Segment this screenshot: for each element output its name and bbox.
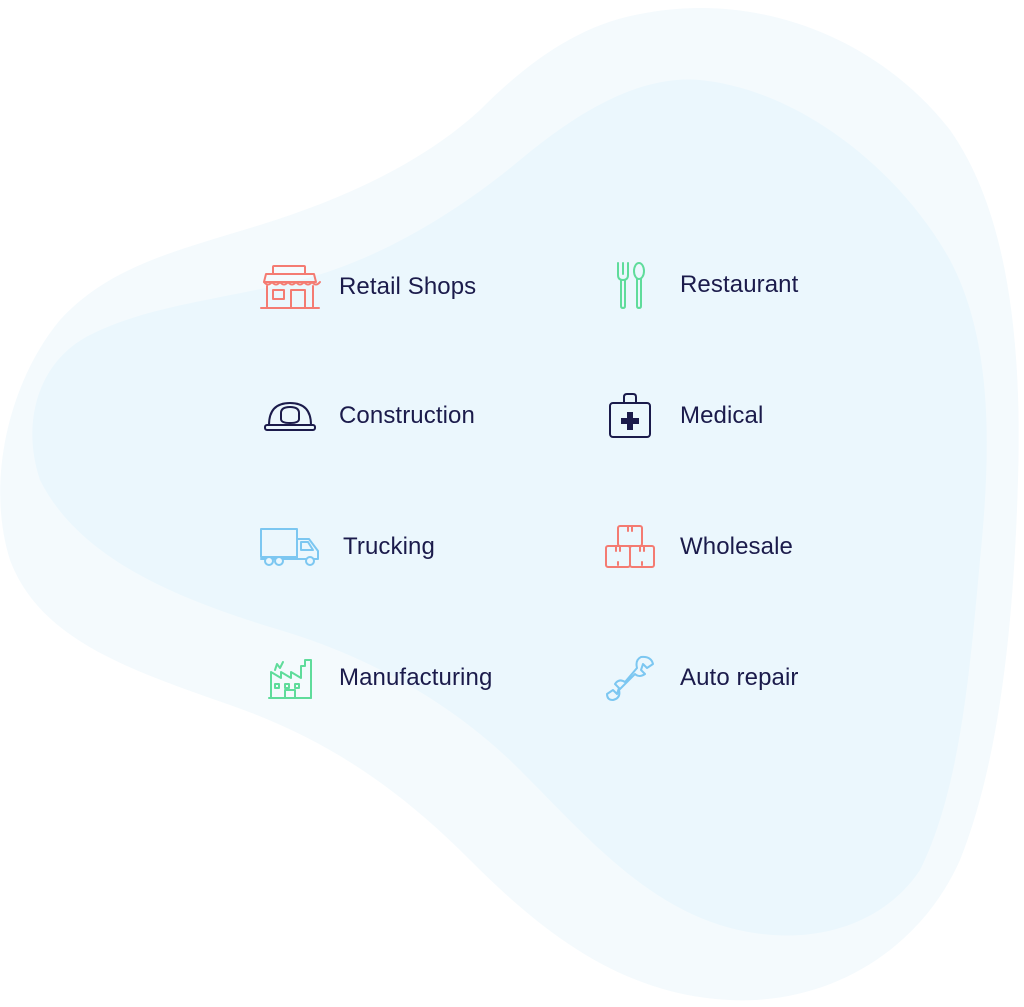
industry-item-medical: Medical: [598, 386, 763, 446]
industry-label: Auto repair: [680, 664, 799, 691]
medical-kit-icon: [598, 389, 662, 443]
industry-item-construction: Construction: [258, 386, 475, 446]
factory-icon: [258, 651, 322, 705]
boxes-icon: [598, 520, 662, 574]
hard-hat-icon: [258, 389, 322, 443]
store-icon: [258, 260, 322, 314]
industry-label: Medical: [680, 402, 764, 429]
industry-label: Trucking: [343, 533, 435, 560]
industry-item-retail-shops: Retail Shops: [258, 257, 476, 317]
background-blob-inner: [32, 79, 987, 936]
fork-spoon-icon: [598, 258, 662, 312]
industry-item-trucking: Trucking: [258, 517, 435, 577]
industry-label: Construction: [339, 402, 475, 429]
industry-item-restaurant: Restaurant: [598, 255, 798, 315]
industry-item-auto-repair: Auto repair: [598, 648, 799, 708]
industry-item-manufacturing: Manufacturing: [258, 648, 492, 708]
industry-label: Wholesale: [680, 533, 793, 560]
industry-label: Restaurant: [680, 271, 799, 298]
industry-label: Manufacturing: [339, 664, 493, 691]
industry-item-wholesale: Wholesale: [598, 517, 793, 577]
wrench-icon: [598, 651, 662, 705]
industry-label: Retail Shops: [339, 273, 477, 300]
truck-icon: [258, 520, 322, 574]
